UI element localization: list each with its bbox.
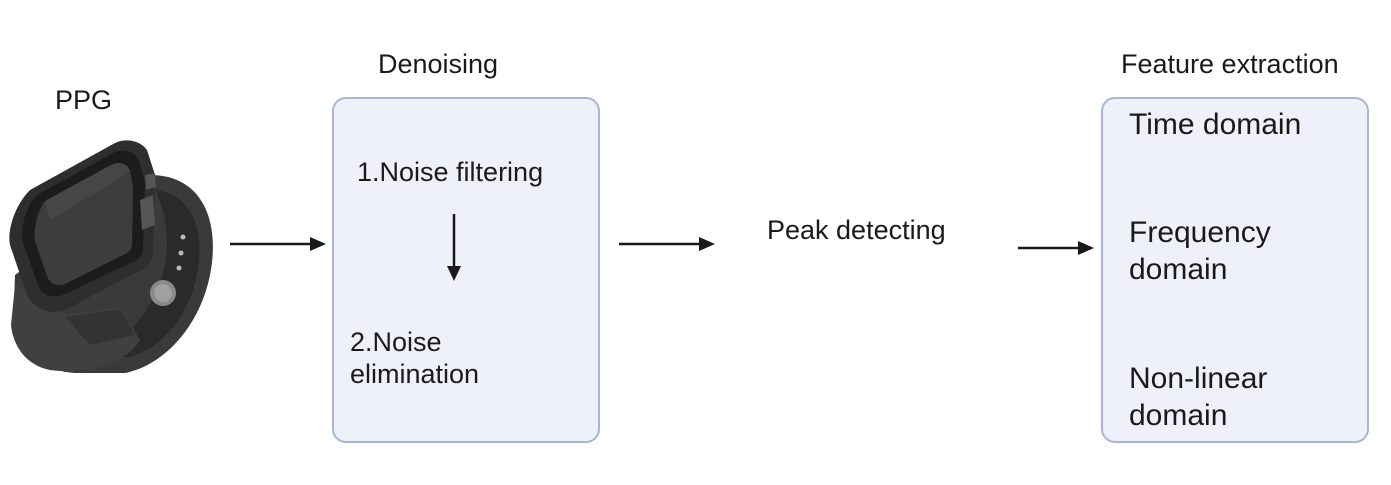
denoising-box: 1.Noise filtering 2.Noise elimination [332, 97, 600, 443]
frequency-domain-item: Frequency domain [1129, 215, 1271, 288]
noise-elimination-line2: elimination [350, 359, 480, 390]
nonlinear-domain-line1: Non-linear [1129, 362, 1268, 395]
smartwatch-icon [9, 140, 213, 373]
peak-detecting-label: Peak detecting [767, 215, 946, 245]
arrow-peak-to-features [1018, 241, 1094, 255]
frequency-domain-line2: domain [1129, 252, 1228, 286]
nonlinear-domain-line2: domain [1129, 398, 1228, 432]
noise-filtering-step: 1.Noise filtering [357, 157, 544, 187]
nonlinear-domain-item: Non-linear domain [1129, 361, 1267, 434]
arrow-ppg-to-denoising [230, 237, 326, 251]
ppg-label: PPG [55, 85, 113, 115]
feature-extraction-title: Feature extraction [1121, 49, 1339, 79]
frequency-domain-line1: Frequency [1129, 216, 1271, 249]
noise-elimination-step: 2.Noise elimination [350, 324, 479, 393]
denoising-title: Denoising [378, 49, 499, 79]
arrow-denoising-to-peak [619, 237, 715, 251]
noise-elimination-line1: 2.Noise [350, 327, 442, 357]
arrow-down [447, 214, 461, 281]
feature-extraction-box: Time domain Frequency domain Non-linear … [1101, 97, 1369, 443]
time-domain-item: Time domain [1129, 108, 1302, 141]
